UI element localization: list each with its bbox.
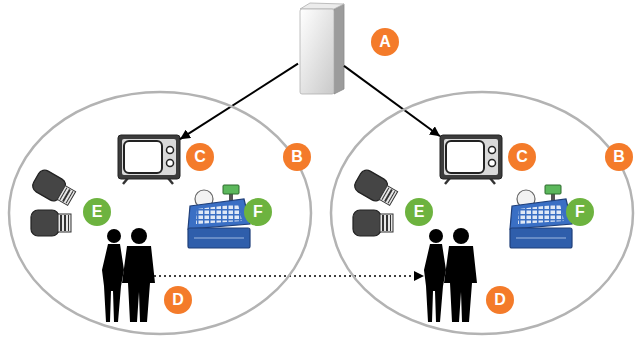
people-icon xyxy=(102,228,155,322)
callout-letter: C xyxy=(194,149,206,165)
region-ellipse xyxy=(331,92,633,334)
callout-letter: D xyxy=(494,292,506,308)
cash-register: F xyxy=(510,184,574,250)
camera-icon xyxy=(30,168,78,236)
callout-letter: E xyxy=(92,204,103,220)
server-icon xyxy=(300,3,344,94)
shop-scene xyxy=(352,135,572,322)
tv-icon xyxy=(118,135,180,184)
customers: D xyxy=(102,228,154,324)
camera-pair: E xyxy=(350,168,396,244)
callout-letter: F xyxy=(253,204,263,220)
cash-register-icon xyxy=(188,185,250,248)
callout-letter: A xyxy=(379,34,391,50)
customers: D xyxy=(424,228,476,324)
callout-circle: D xyxy=(164,286,192,314)
shop-region: BCEFD xyxy=(329,90,635,336)
tv-display: C xyxy=(440,135,502,183)
callout-circle: A xyxy=(371,28,399,56)
callout-circle: D xyxy=(486,286,514,314)
callout-circle: B xyxy=(605,143,633,171)
callout-circle: F xyxy=(244,198,272,226)
server: A xyxy=(298,4,344,94)
shop-scene xyxy=(30,135,250,322)
region-ellipse xyxy=(9,92,311,334)
camera-pair: E xyxy=(28,168,74,244)
cash-register: F xyxy=(188,184,252,250)
callout-circle: E xyxy=(83,198,111,226)
callout-letter: F xyxy=(575,204,585,220)
callout-circle: F xyxy=(566,198,594,226)
shop-region: BCEFD xyxy=(7,90,313,336)
tv-display: C xyxy=(118,135,180,183)
arrow-connector xyxy=(180,64,298,139)
callout-letter: E xyxy=(414,204,425,220)
callout-circle: B xyxy=(283,143,311,171)
callout-letter: B xyxy=(291,149,303,165)
callout-circle: C xyxy=(186,143,214,171)
callout-letter: B xyxy=(613,149,625,165)
callout-circle: C xyxy=(508,143,536,171)
callout-letter: D xyxy=(172,292,184,308)
callout-letter: C xyxy=(516,149,528,165)
callout-circle: E xyxy=(405,198,433,226)
